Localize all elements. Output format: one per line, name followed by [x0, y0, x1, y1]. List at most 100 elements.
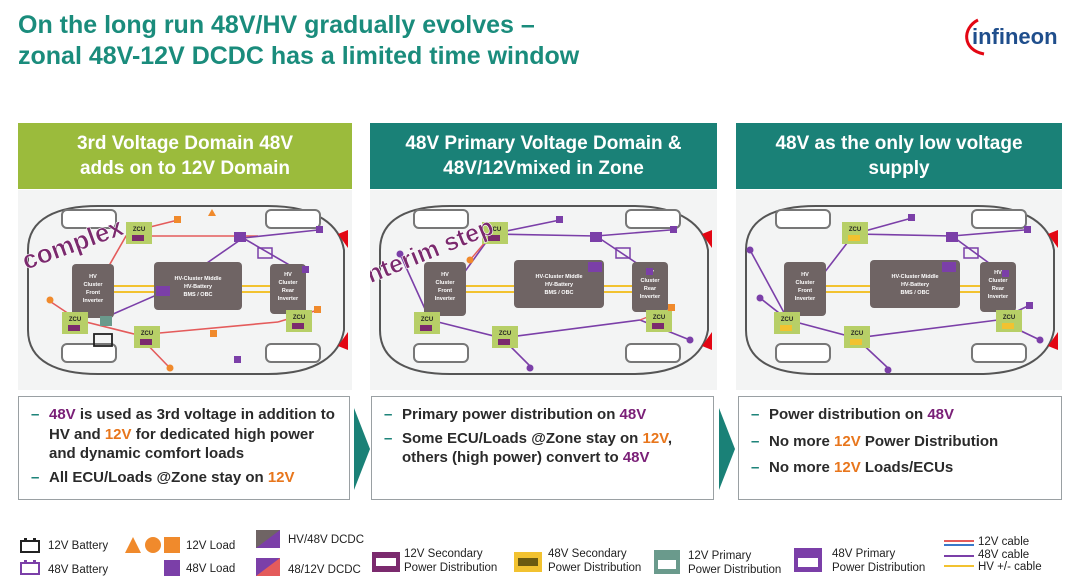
title-line-2: zonal 48V-12V DCDC has a limited time wi…	[18, 42, 580, 70]
middle-cluster-label: BMS / OBC	[183, 292, 212, 298]
legend-12v-secondary: 12V Secondary	[404, 548, 483, 560]
zcu-label: ZCU	[851, 331, 863, 337]
middle-cluster-label: HV-Cluster Middle	[535, 274, 582, 280]
middle-cluster-label: HV-Battery	[901, 282, 930, 288]
legend-48v-load: 48V Load	[186, 563, 236, 575]
48-12v-dcdc-icon	[256, 558, 280, 576]
tail-light	[338, 332, 348, 350]
hv-48v-dcdc-icon	[256, 530, 280, 548]
48v-primary-distribution-icon	[946, 232, 958, 242]
front-inverter-label: Inverter	[435, 296, 456, 302]
hv-cluster-middle	[154, 262, 242, 310]
legend: 12V Battery 48V Battery 12V Load 48V Loa…	[0, 528, 1080, 588]
bullet-text: for dedicated high power and dynamic com…	[49, 425, 315, 463]
zcu-label: ZCU	[69, 317, 81, 323]
column-3-bullets: Power distribution on 48V No more 12V Po…	[738, 396, 1062, 500]
bullet: Power distribution on 48V	[751, 405, 1051, 425]
front-inverter-label: Front	[798, 288, 812, 294]
middle-cluster-label: HV-Cluster Middle	[891, 274, 938, 280]
voltage-12v: 12V	[104, 425, 132, 443]
architecture-diagram-3: HV Cluster Front Inverter HV-Cluster Mid…	[736, 190, 1062, 390]
bullet-text: Loads/ECUs	[860, 459, 954, 476]
column-1-header: 3rd Voltage Domain 48V adds on to 12V Dom…	[18, 123, 352, 189]
front-inverter-label: Cluster	[796, 280, 816, 286]
front-inverter	[424, 262, 466, 316]
front-inverter-label: HV	[89, 274, 97, 280]
front-inverter-label: Cluster	[436, 280, 456, 286]
bullet: No more 12V Power Distribution	[751, 432, 1051, 452]
rear-inverter-label: Rear	[644, 286, 657, 292]
12v-battery-icon	[93, 333, 113, 347]
legend-hv-cable: HV +/- cable	[978, 561, 1042, 573]
middle-cluster-label: HV-Battery	[184, 284, 213, 290]
wheel	[775, 209, 831, 229]
48v-load-icon	[164, 560, 180, 576]
architecture-diagram-1: HV Cluster Front Inverter HV-Cluster Mid…	[18, 190, 352, 390]
legend-12v-load: 12V Load	[186, 540, 236, 552]
wheel	[265, 343, 321, 363]
wheel	[971, 343, 1027, 363]
hv-48v-dcdc-icon	[942, 262, 956, 272]
front-inverter	[784, 262, 826, 316]
bullet: Primary power distribution on 48V	[384, 405, 703, 425]
column-1-header-line-2: adds on to 12V Domain	[79, 158, 291, 179]
48v-battery-icon	[963, 247, 979, 259]
middle-cluster-label: HV-Battery	[545, 282, 574, 288]
bullet: Some ECU/Loads @Zone stay on 12V, others…	[384, 429, 703, 468]
bullet-text: , others (high power) convert to	[402, 429, 672, 467]
column-3-header-line-2: supply	[868, 158, 930, 179]
bullet-text: Some ECU/Loads @Zone stay on	[402, 429, 643, 447]
front-inverter-label: Front	[86, 290, 100, 296]
bullet-text: All ECU/Loads @Zone stay on	[49, 468, 268, 486]
tail-light	[1048, 332, 1058, 350]
bullet-text: No more	[769, 432, 835, 450]
front-inverter	[72, 264, 114, 318]
voltage-48v: 48V	[927, 406, 955, 423]
legend-48v-battery: 48V Battery	[48, 564, 109, 576]
zcu-units: ZCU ZCU ZCU ZCU	[62, 222, 312, 348]
front-inverter-label: Inverter	[83, 298, 104, 304]
rear-inverter	[270, 264, 306, 314]
12v-battery-icon	[20, 538, 40, 553]
zcu-label: ZCU	[1003, 315, 1015, 321]
hv-48v-dcdc-icon	[156, 286, 170, 296]
column-2-header-line-1: 48V Primary Voltage Domain &	[405, 133, 682, 154]
voltage-48v: 48V	[619, 406, 647, 423]
wheel	[971, 209, 1027, 229]
tail-light	[1048, 230, 1058, 248]
wheel	[625, 209, 681, 229]
legend-hv-48v-dcdc: HV/48V DCDC	[288, 534, 365, 546]
architecture-diagram-2: HV Cluster Front Inverter HV-Cluster Mid…	[370, 190, 717, 390]
zcu-label: ZCU	[293, 315, 305, 321]
tail-light	[702, 332, 712, 350]
wheel	[61, 209, 117, 229]
48v-battery-icon	[257, 247, 273, 259]
wheel	[265, 209, 321, 229]
hv-cluster-middle	[870, 260, 960, 308]
front-inverter-label: HV	[801, 272, 809, 278]
bullet: All ECU/Loads @Zone stay on 12V	[31, 468, 339, 488]
rear-inverter-label: Inverter	[640, 294, 661, 300]
wheel	[61, 343, 117, 363]
middle-cluster-label: BMS / OBC	[900, 290, 929, 296]
voltage-48v: 48V	[49, 406, 76, 423]
zcu-label: ZCU	[489, 227, 501, 233]
zcu-units: ZCU ZCU ZCU ZCU	[774, 222, 1022, 348]
legend-48v-primary: Power Distribution	[832, 562, 926, 574]
zcu-label: ZCU	[849, 227, 861, 233]
wheel	[625, 343, 681, 363]
bullet-text: No more	[769, 459, 835, 476]
48v-battery-icon	[615, 247, 631, 259]
12v-load-shapes-icon	[125, 537, 180, 553]
12v-secondary-distribution-icon	[372, 552, 400, 572]
legend-12v-battery: 12V Battery	[48, 540, 109, 552]
column-1-header-line-1: 3rd Voltage Domain 48V	[76, 133, 294, 154]
front-inverter-label: Cluster	[84, 282, 104, 288]
front-inverter-label: HV	[441, 272, 449, 278]
zcu-label: ZCU	[421, 317, 433, 323]
zcu-label: ZCU	[141, 331, 153, 337]
bullet-text: Primary power distribution on	[402, 406, 620, 423]
voltage-12v: 12V	[834, 459, 861, 476]
rear-inverter-label: Inverter	[278, 296, 299, 302]
